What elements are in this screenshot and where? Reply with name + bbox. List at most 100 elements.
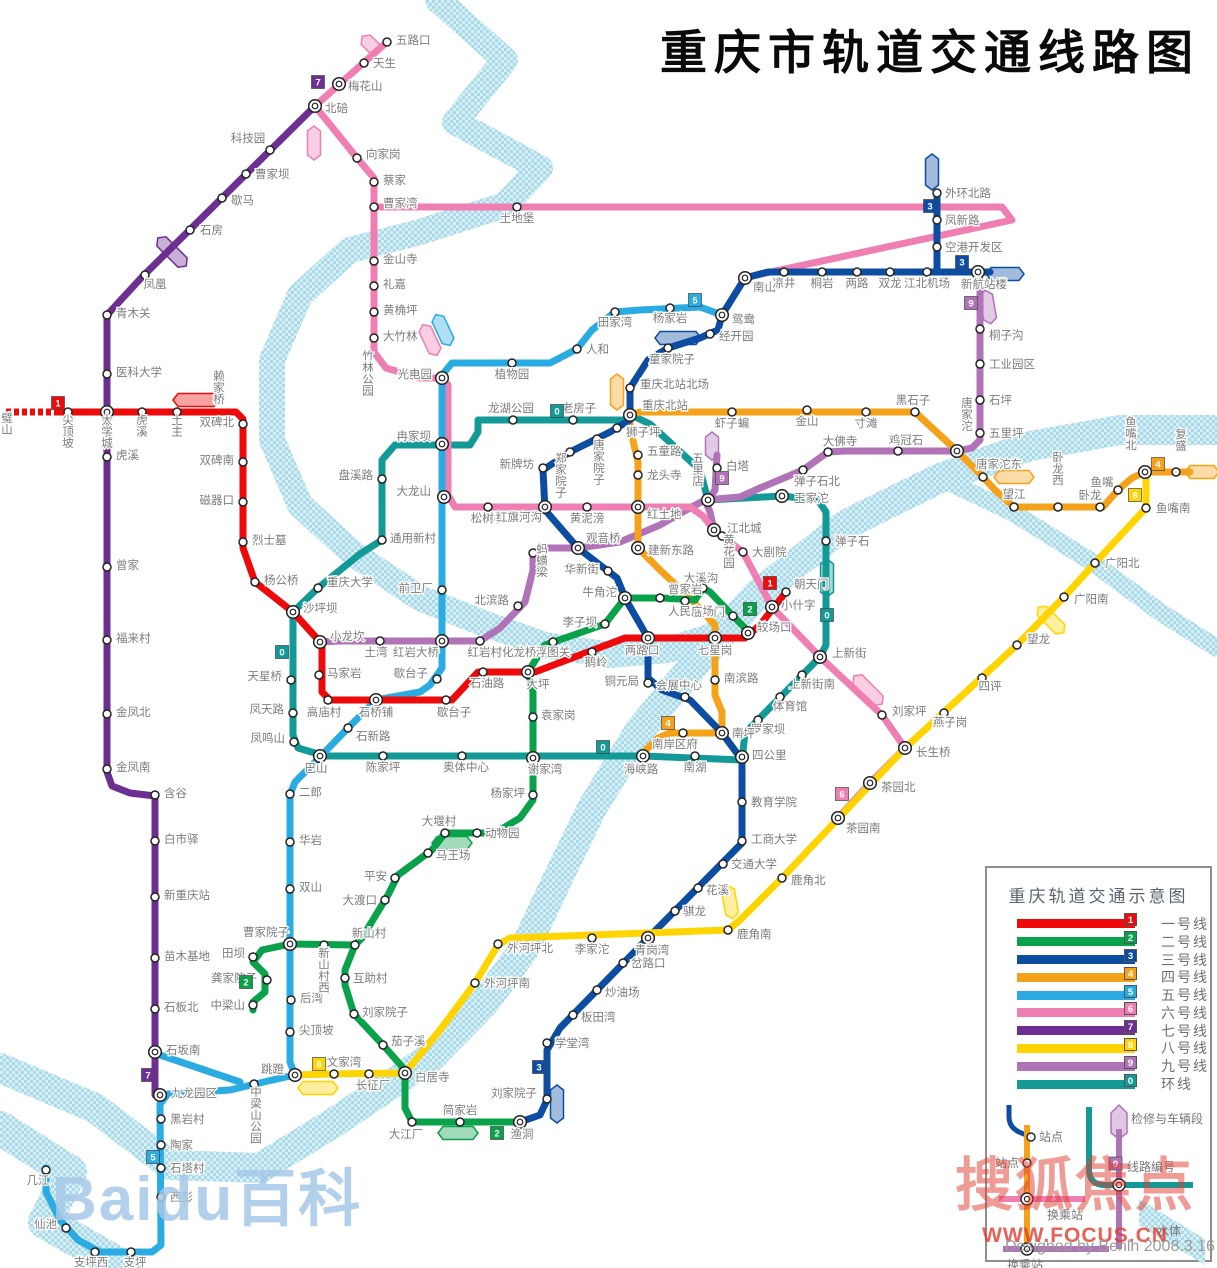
transfer-station-大学城	[99, 404, 115, 420]
legend-line-badge: 3	[1124, 948, 1137, 962]
transfer-station-inner-梅花山	[335, 80, 343, 88]
legend-label-station: 站点	[1039, 1130, 1063, 1144]
station-label-浮图关: 浮图关	[536, 645, 571, 659]
station-几江	[41, 1165, 51, 1175]
station-label-赖家桥: 赖家桥	[213, 370, 225, 406]
transfer-station-红旗河沟	[537, 499, 553, 515]
station-袁家岗	[528, 712, 538, 722]
station-曹家湾	[369, 202, 379, 212]
transfer-station-inner-鸳鸯	[718, 311, 726, 319]
transfer-station-谢家湾	[525, 750, 541, 766]
station-label-平安: 平安	[364, 869, 387, 883]
line-badge-num-3-2: 3	[959, 258, 964, 269]
transfer-station-唐家沱	[949, 443, 965, 459]
transfer-station-inner-王家沱	[778, 492, 786, 500]
line-0-path-0	[289, 412, 830, 764]
legend-label-water: 水体	[1157, 1224, 1181, 1238]
station-label-大坪: 大坪	[527, 677, 550, 691]
transfer-station-北碚	[307, 98, 323, 114]
station-label-白塔: 白塔	[726, 459, 749, 473]
line-badge-2-2	[490, 1126, 504, 1140]
station-医科大学	[102, 369, 112, 379]
station-尖顶坡	[63, 407, 73, 417]
station-label-龙头寺: 龙头寺	[647, 469, 682, 482]
station-label-寸滩: 寸滩	[855, 416, 878, 430]
station-白市驿	[150, 836, 160, 846]
station-歇马	[217, 193, 227, 203]
station-龙湖公园	[508, 415, 518, 425]
line-badge-0-2	[820, 608, 834, 622]
transfer-station-王家沱	[774, 488, 790, 504]
station-label-天生: 天生	[373, 56, 396, 70]
station-label-礼嘉: 礼嘉	[383, 277, 406, 291]
station-土主	[172, 407, 182, 417]
station-五里坪	[975, 428, 985, 438]
station-label-弹子石北: 弹子石北	[794, 474, 840, 488]
station-label-虎溪: 虎溪	[116, 449, 139, 462]
station-陶家	[156, 1140, 166, 1150]
station-label-简家岩: 简家岩	[443, 1103, 478, 1117]
line-badge-0-3	[596, 740, 610, 754]
station-label-石新路: 石新路	[356, 729, 391, 743]
transfer-station-新航站楼	[970, 264, 986, 280]
station-金凤南	[102, 764, 112, 774]
depot-icon-line-4-1	[993, 469, 1035, 485]
station-大江厂	[407, 1117, 417, 1127]
station-label-福来村: 福来村	[116, 631, 151, 645]
station-重庆北站北场	[625, 383, 635, 393]
transfer-station-渔洞	[512, 1114, 528, 1130]
station-互助村	[340, 973, 350, 983]
station-大堰村	[440, 828, 450, 838]
legend-water-sample	[1139, 1198, 1205, 1265]
station-label-凤新路: 凤新路	[945, 213, 980, 227]
transfer-station-inner-观音桥	[574, 544, 582, 552]
legend-line-label: 五号线	[1161, 987, 1209, 1004]
transfer-station-大龙山	[436, 489, 452, 505]
station-福来村	[102, 635, 112, 645]
legend-depot-icon	[1110, 1103, 1128, 1140]
station-label-唐家院子: 唐家院子	[593, 438, 605, 487]
station-朝天门	[781, 587, 791, 597]
station-label-田家湾: 田家湾	[598, 315, 633, 329]
line-badge-3-1	[923, 199, 937, 213]
station-label-北滨路: 北滨路	[475, 593, 510, 607]
station-新山村	[350, 940, 360, 950]
transfer-station-inner-小什字	[768, 603, 776, 611]
station-label-新牌坊: 新牌坊	[500, 457, 535, 471]
station-label-谢家湾: 谢家湾	[528, 762, 563, 776]
station-外环北路	[932, 188, 942, 198]
transfer-station-inner-南坪	[718, 729, 726, 737]
station-华新街	[603, 566, 613, 576]
transfer-station-inner-大龙山	[440, 493, 448, 501]
station-label-南滨路: 南滨路	[724, 671, 759, 685]
page-title: 重庆市轨道交通线路图	[660, 26, 1200, 81]
station-凤新路	[932, 215, 942, 225]
station-石房	[185, 225, 195, 235]
station-label-红土地: 红土地	[647, 508, 682, 521]
station-土湾	[375, 636, 385, 646]
station-label-桐岩: 桐岩	[811, 276, 834, 290]
station-label-外河坪南: 外河坪南	[484, 976, 530, 990]
station-土地堡	[512, 202, 522, 212]
transfer-station-inner-石桥铺	[372, 696, 380, 704]
station-label-海峡路: 海峡路	[624, 762, 659, 776]
legend-line-label: 四号线	[1161, 969, 1209, 986]
station-label-观音桥: 观音桥	[586, 531, 621, 545]
depot-icon-line-8-2	[1036, 605, 1066, 635]
station-label-五里坪: 五里坪	[989, 427, 1024, 440]
legend-color-bar: 5	[1017, 984, 1137, 1000]
legend-line-label: 九号线	[1161, 1058, 1209, 1075]
station-label-会展中心: 会展中心	[656, 679, 702, 692]
station-label-童家院子: 童家院子	[649, 352, 695, 366]
transfer-station-长生桥	[897, 740, 913, 756]
station-童家院子	[663, 343, 673, 353]
station-label-上新街: 上新街	[832, 646, 867, 660]
station-黄花园	[717, 531, 727, 541]
station-凉井	[779, 267, 789, 277]
station-label-四公里: 四公里	[752, 749, 787, 762]
line-badge-num-7-0: 7	[315, 78, 320, 89]
station-label-含谷: 含谷	[164, 786, 187, 800]
station-高庙村	[323, 695, 333, 705]
